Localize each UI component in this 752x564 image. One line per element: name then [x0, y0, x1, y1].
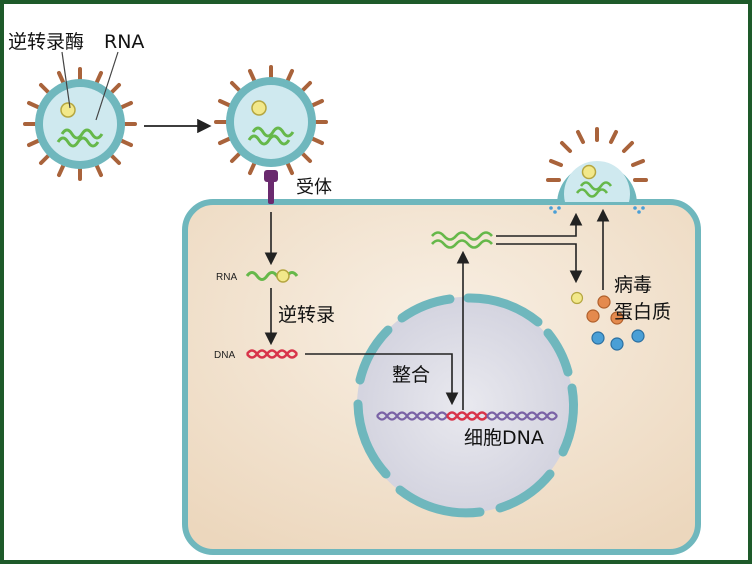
- cellular-dna: [376, 411, 558, 421]
- label-viral-protein-line2: 蛋白质: [614, 301, 671, 323]
- assembly-arrow: [496, 212, 583, 237]
- integration-arrow: [305, 353, 459, 406]
- viral-proteins: [570, 291, 645, 351]
- viral-dna: [245, 349, 299, 359]
- reverse-transcriptase-particle: [60, 102, 76, 118]
- label-viral-protein-line1: 病毒: [614, 274, 652, 296]
- receptor: [264, 170, 278, 204]
- label-rna-small: RNA: [216, 272, 237, 283]
- viral-rna-strand: [60, 128, 104, 140]
- budding-virus: [546, 127, 648, 214]
- attaching-virus: [214, 65, 328, 175]
- new-viral-rna: [431, 231, 493, 249]
- label-integration: 整合: [392, 364, 430, 386]
- label-reverse-transcriptase: 逆转录酶: [8, 31, 84, 53]
- label-reverse-transcription: 逆转录: [278, 304, 335, 326]
- nuclear-envelope: [353, 293, 578, 518]
- label-cellular-dna: 细胞DNA: [464, 427, 544, 449]
- label-dna-small: DNA: [214, 350, 235, 361]
- label-rna: RNA: [104, 31, 144, 53]
- translation-arrow: [496, 243, 583, 284]
- label-receptor: 受体: [296, 177, 332, 198]
- nucleus: [353, 293, 578, 518]
- free-virus: [23, 67, 137, 181]
